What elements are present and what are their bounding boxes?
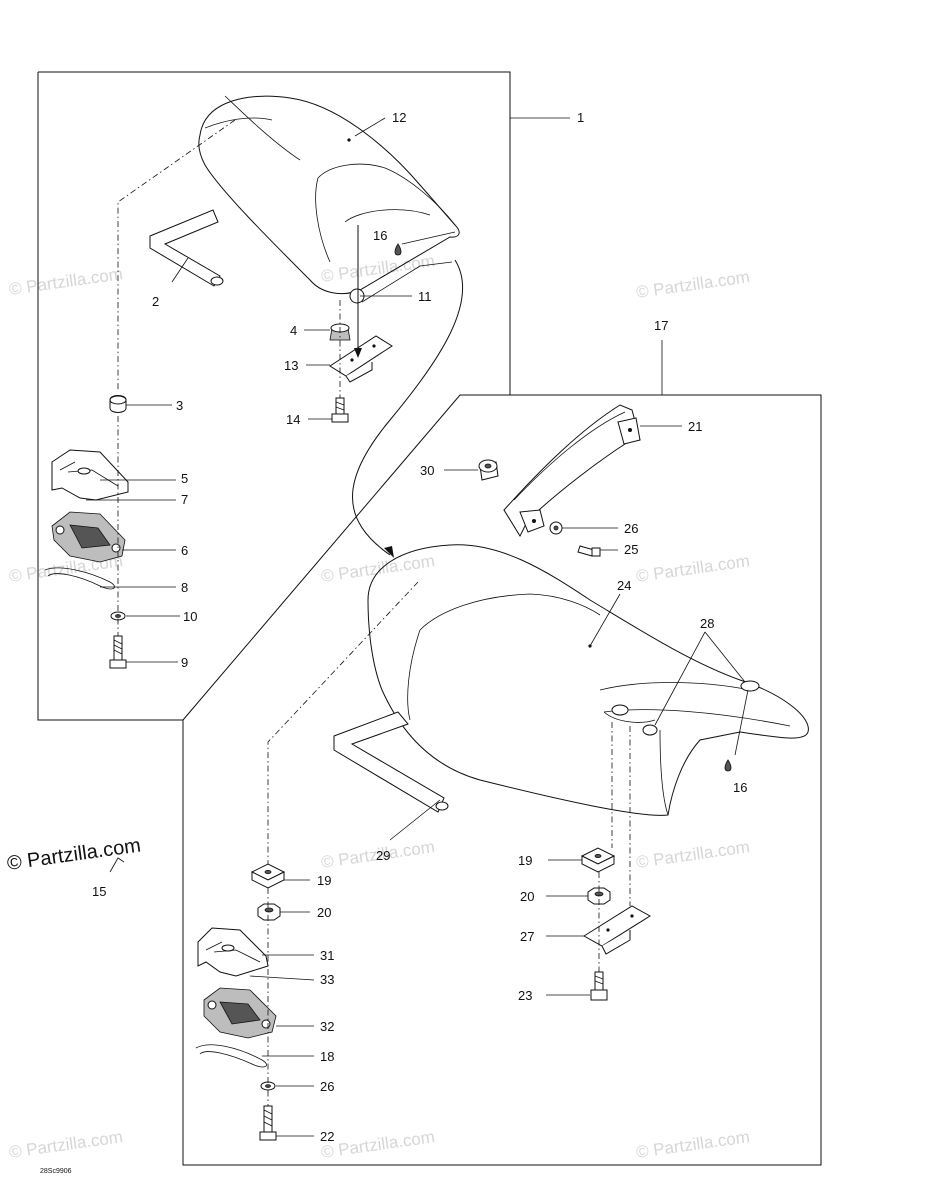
nut-20-left: [257, 903, 281, 921]
watermark: © Partzilla.com: [635, 1127, 751, 1162]
callout-4: 4: [290, 323, 297, 338]
nut-19-left: [250, 863, 286, 889]
callout-9: 9: [181, 655, 188, 670]
callout-labels: 1 12 16 11 2 3 5 7 6 8 10 9 4 13 14 17 2…: [92, 110, 747, 1144]
frame-lower: [182, 394, 822, 1166]
callout-2: 2: [152, 294, 159, 309]
lock-6: [51, 511, 126, 563]
latch-31: [197, 927, 269, 977]
screw-14: [331, 397, 349, 423]
callout-6: 6: [181, 543, 188, 558]
callout-25: 25: [624, 542, 638, 557]
washer-26: [549, 521, 563, 535]
callout-16: 16: [733, 780, 747, 795]
callout-14: 14: [286, 412, 300, 427]
adhesive-drop-16: [724, 759, 732, 772]
watermark: © Partzilla.com: [635, 267, 751, 302]
callout-23: 23: [518, 988, 532, 1003]
screw-25: [577, 545, 601, 557]
screw-22: [259, 1105, 277, 1141]
callout-7: 7: [181, 492, 188, 507]
callout-24: 24: [617, 578, 631, 593]
callout-18: 18: [320, 1049, 334, 1064]
callout-29: 29: [376, 848, 390, 863]
callout-13: 13: [284, 358, 298, 373]
callout-15: 15: [92, 884, 106, 899]
callout-8: 8: [181, 580, 188, 595]
callout-12: 12: [392, 110, 406, 125]
callout-1: 1: [577, 110, 584, 125]
spacer-30: [478, 459, 499, 481]
watermark: © Partzilla.com: [320, 251, 436, 286]
hook-13: [329, 335, 393, 383]
callout-32: 32: [320, 1019, 334, 1034]
seat-cover-lower: [367, 544, 809, 816]
callout-10: 10: [183, 609, 197, 624]
grab-handle-21: [503, 404, 641, 538]
callout-31: 31: [320, 948, 334, 963]
callout-19: 19: [317, 873, 331, 888]
centerline: [267, 581, 419, 864]
callout-30: 30: [420, 463, 434, 478]
callout-16: 16: [373, 228, 387, 243]
seat-cover-upper: [198, 95, 460, 304]
callout-17: 17: [654, 318, 668, 333]
adhesive-drop-16: [394, 243, 402, 256]
nut-19-right: [580, 847, 616, 873]
watermark: © Partzilla.com: [320, 551, 436, 586]
callout-5: 5: [181, 471, 188, 486]
screw-23: [590, 971, 608, 1001]
assembly-arrow: [352, 259, 464, 556]
screw-9: [109, 635, 127, 669]
lock-32: [203, 987, 277, 1039]
brand-mark: © Partzilla.com: [6, 834, 143, 875]
bracket-2: [149, 209, 224, 287]
drawing-code: 28Sc9906: [40, 1168, 72, 1175]
callout-27: 27: [520, 929, 534, 944]
callout-26: 26: [624, 521, 638, 536]
watermark: © Partzilla.com: [635, 837, 751, 872]
callout-20: 20: [317, 905, 331, 920]
watermark: © Partzilla.com: [8, 264, 124, 299]
callout-26: 26: [320, 1079, 334, 1094]
frame-upper: [37, 71, 511, 721]
spring-18: [195, 1044, 267, 1068]
hook-27: [583, 905, 651, 955]
watermark: © Partzilla.com: [635, 551, 751, 586]
callout-20: 20: [520, 889, 534, 904]
bracket-29: [333, 711, 449, 813]
watermark: © Partzilla.com: [8, 1127, 124, 1162]
callout-21: 21: [688, 419, 702, 434]
callout-3: 3: [176, 398, 183, 413]
latch-5: [51, 449, 129, 501]
callout-33: 33: [320, 972, 334, 987]
spring-8: [44, 567, 115, 590]
leader-lines: [86, 117, 749, 1137]
watermark: © Partzilla.com: [320, 1127, 436, 1162]
watermark-layer: © Partzilla.com © Partzilla.com © Partzi…: [8, 251, 751, 1162]
plug-3: [109, 395, 127, 413]
callout-28: 28: [700, 616, 714, 631]
callout-22: 22: [320, 1129, 334, 1144]
callout-11: 11: [418, 289, 432, 304]
callout-19: 19: [518, 853, 532, 868]
